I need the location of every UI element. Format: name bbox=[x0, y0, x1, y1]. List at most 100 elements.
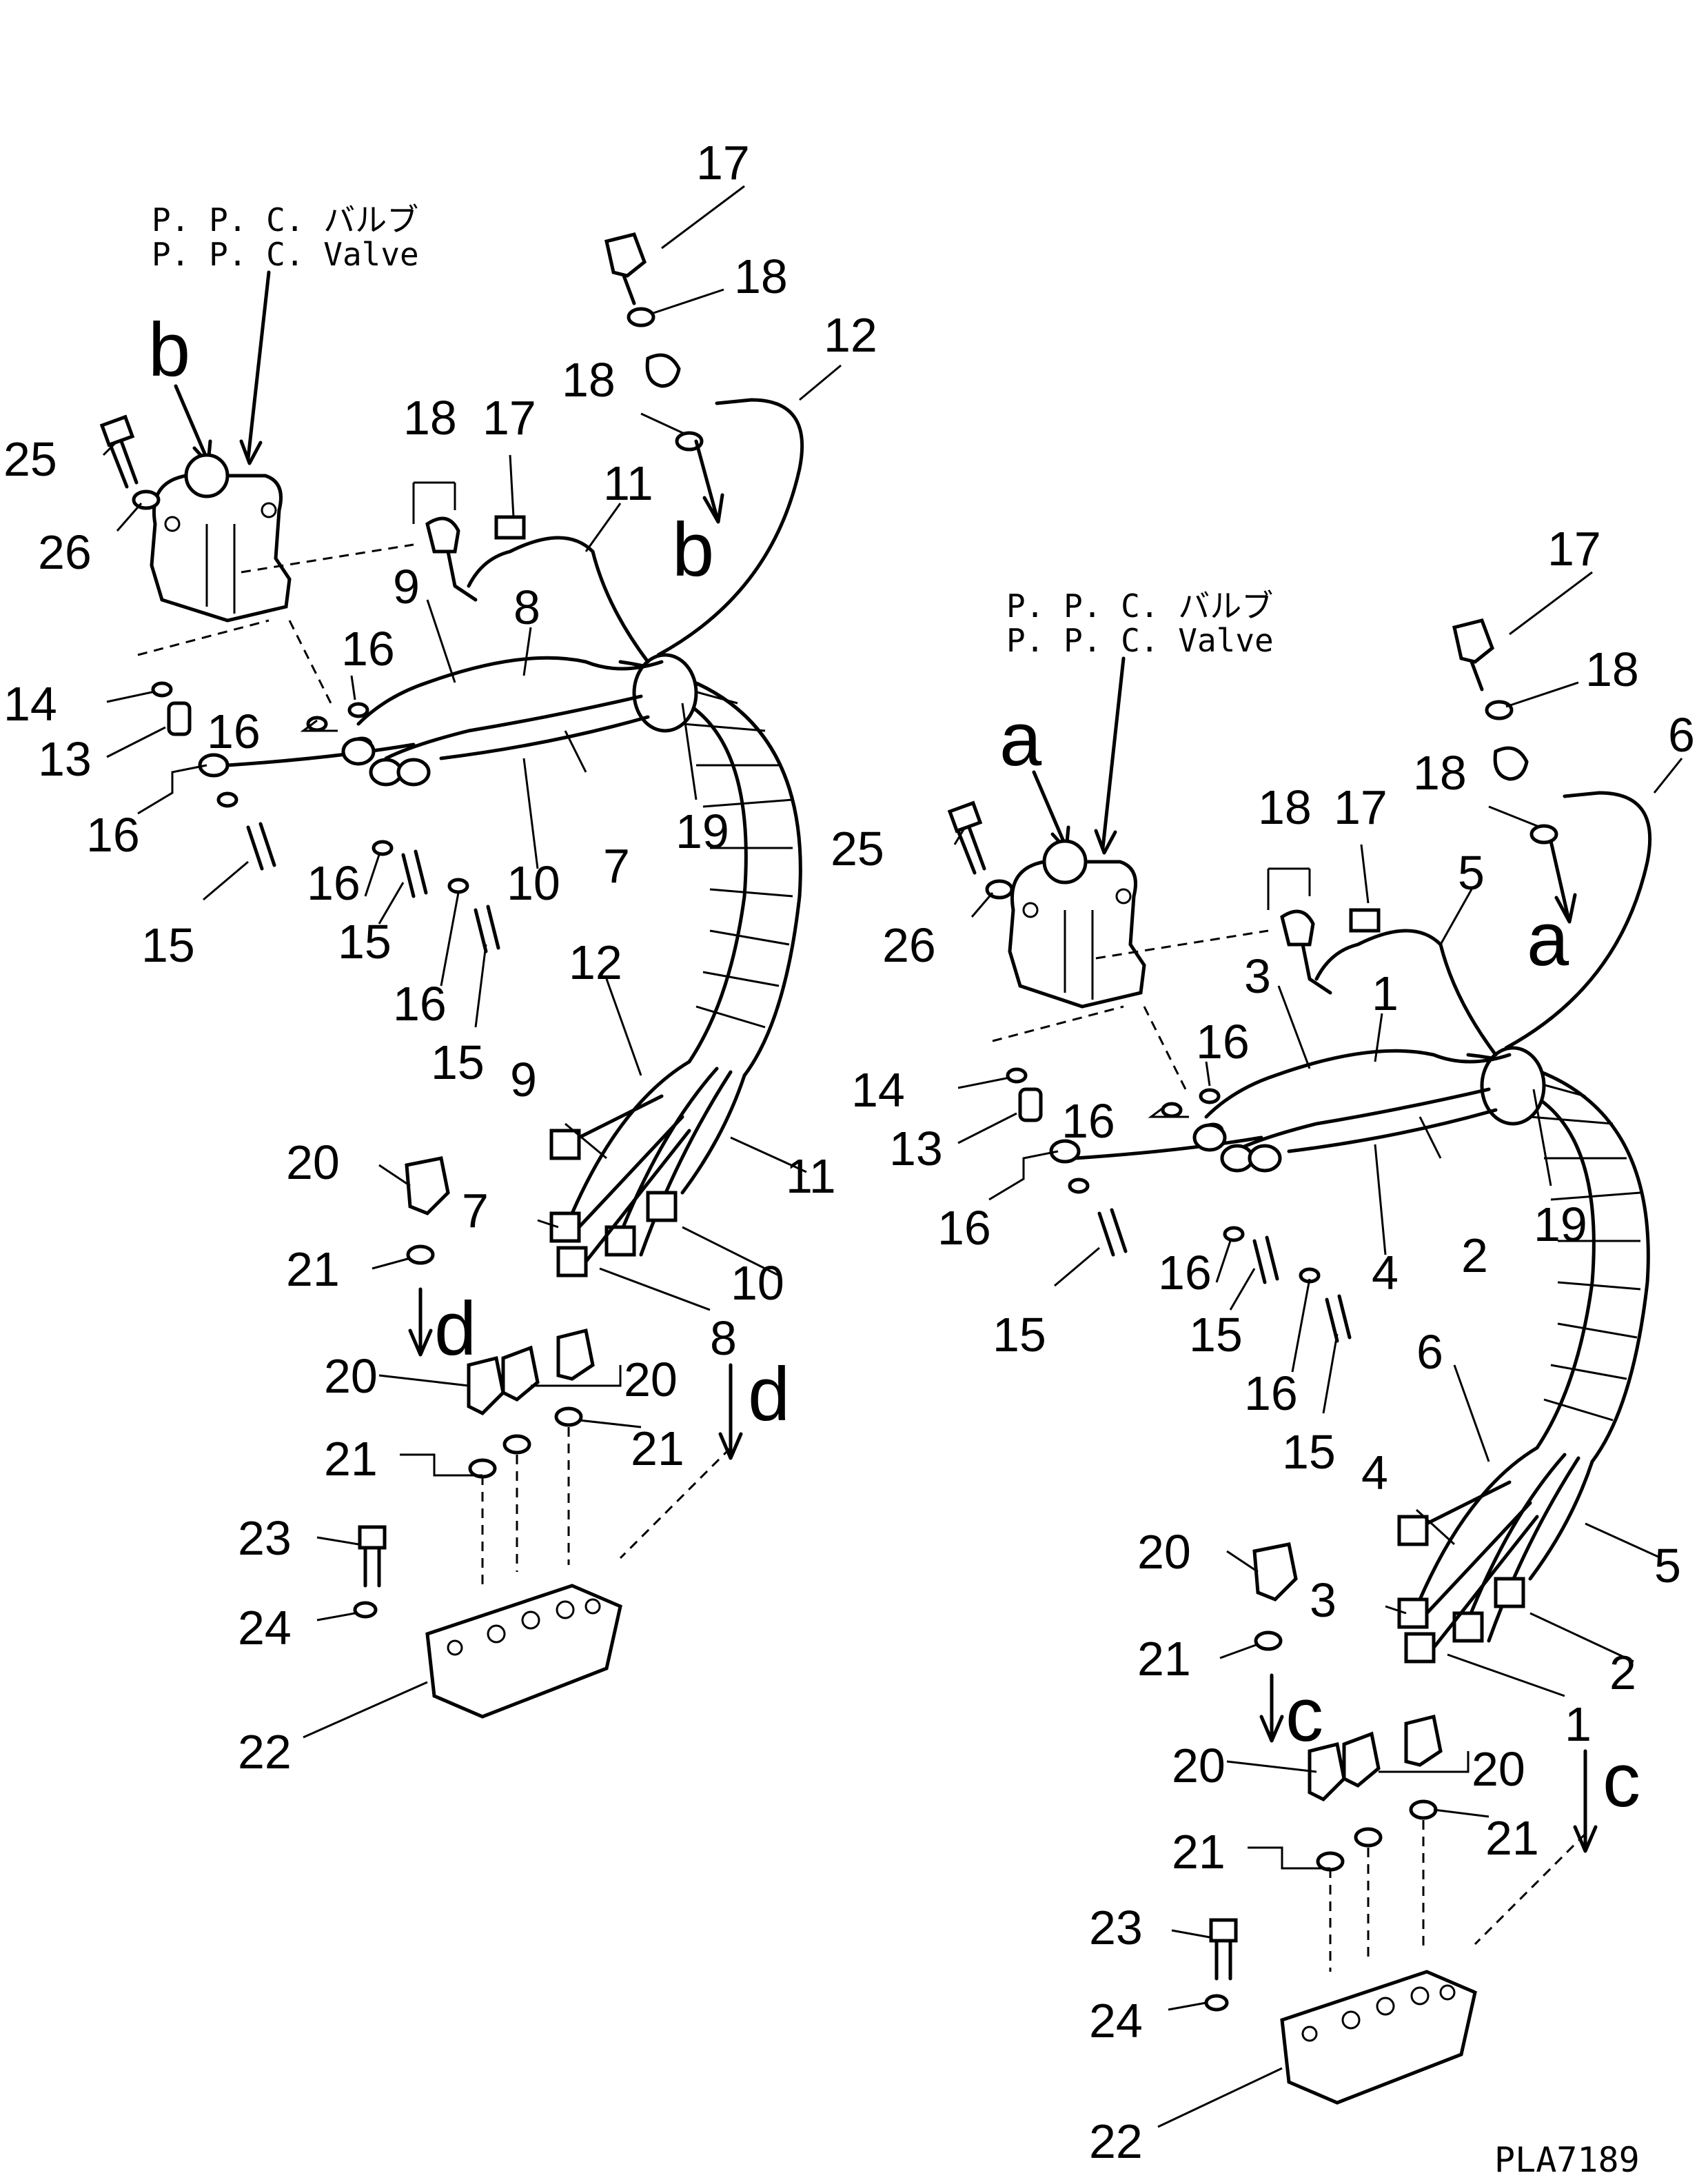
callout-6-mid-right: 6 bbox=[1416, 1325, 1443, 1379]
callout-15a-right: 15 bbox=[993, 1308, 1046, 1362]
callout-15a-left: 15 bbox=[141, 918, 195, 972]
valve-label-jp-left: P. P. C. バルブ bbox=[152, 201, 418, 239]
callout-16-b-left: 16 bbox=[307, 856, 360, 910]
callout-17-box-left: 17 bbox=[482, 391, 536, 445]
callout-10-mid-left: 10 bbox=[731, 1256, 784, 1310]
callout-17-top-right: 17 bbox=[1547, 522, 1601, 576]
banjo-b-left bbox=[369, 758, 403, 787]
elbow-20c-left bbox=[501, 1345, 540, 1402]
callout-26-right: 26 bbox=[882, 918, 936, 972]
callout-5-mid-right: 5 bbox=[1654, 1539, 1681, 1593]
washer-24-right bbox=[1204, 1994, 1229, 2012]
callout-22-left: 22 bbox=[238, 1725, 292, 1779]
oring-18-top-right bbox=[1485, 700, 1514, 720]
callout-4-top-right: 4 bbox=[1372, 1246, 1399, 1300]
callout-18-top-right: 18 bbox=[1585, 643, 1639, 696]
callout-24-left: 24 bbox=[238, 1601, 292, 1655]
callout-3-top-right: 3 bbox=[1244, 949, 1271, 1003]
callout-11-mid-left: 11 bbox=[786, 1149, 836, 1203]
bolt-15b-right bbox=[1252, 1235, 1279, 1284]
oring-16b-right bbox=[1161, 1102, 1183, 1118]
callout-10-top-left: 10 bbox=[507, 856, 560, 910]
banjo-16-right bbox=[1049, 1139, 1081, 1164]
oring-18-mid-right bbox=[1529, 824, 1558, 845]
ppc-valve-right bbox=[1008, 839, 1146, 1009]
callout-23-left: 23 bbox=[238, 1511, 292, 1565]
callout-16-low-left: 16 bbox=[86, 808, 140, 862]
callout-14-right: 14 bbox=[851, 1063, 905, 1117]
callout-16-mid-right: 16 bbox=[1061, 1094, 1115, 1148]
callout-18-mid-left: 18 bbox=[562, 353, 616, 407]
callout-6-top-right: 6 bbox=[1668, 708, 1695, 762]
callout-7-top-left: 7 bbox=[603, 839, 630, 893]
callout-18-box-right: 18 bbox=[1258, 780, 1312, 834]
callout-11-top-left: 11 bbox=[603, 456, 653, 510]
bolt-23-left bbox=[358, 1525, 387, 1588]
view-letter-c-right: c bbox=[1603, 1738, 1640, 1823]
hose-nuts-right bbox=[1397, 1480, 1539, 1664]
view-letter-b-mid: b bbox=[672, 507, 714, 592]
oring-16e-right bbox=[1223, 1226, 1245, 1242]
callout-18-box-left: 18 bbox=[403, 391, 457, 445]
hose-end-6-right bbox=[1493, 746, 1529, 781]
callout-3-mid-right: 3 bbox=[1310, 1573, 1336, 1627]
oring-21b-right bbox=[1316, 1851, 1345, 1872]
callout-1-mid-right: 1 bbox=[1565, 1697, 1592, 1751]
manifold-block-22-left bbox=[425, 1584, 622, 1719]
callout-2-mid-right: 2 bbox=[1609, 1646, 1636, 1699]
banjo-16-left bbox=[198, 753, 230, 778]
callout-22-right: 22 bbox=[1089, 2114, 1143, 2168]
hose-nuts-left bbox=[549, 1094, 691, 1277]
callout-12-mid-left: 12 bbox=[569, 936, 622, 989]
callout-17-top-left: 17 bbox=[696, 136, 750, 190]
elbow-hose-5-right bbox=[1280, 908, 1381, 995]
oring-18-top-left bbox=[627, 307, 655, 327]
oring-16a-left bbox=[347, 702, 369, 718]
callout-15c-right: 15 bbox=[1282, 1425, 1336, 1479]
callout-25-right: 25 bbox=[831, 822, 884, 876]
oring-21c-left bbox=[502, 1434, 531, 1455]
elbow-20a-right bbox=[1252, 1542, 1298, 1602]
manifold-block-22-right bbox=[1280, 1970, 1477, 2105]
bolt-15a-right bbox=[1097, 1208, 1128, 1257]
callout-16-c-left: 16 bbox=[393, 977, 447, 1031]
callout-20b-right: 20 bbox=[1172, 1739, 1226, 1792]
callout-24-right: 24 bbox=[1089, 1994, 1143, 2048]
callout-15b-left: 15 bbox=[338, 915, 392, 969]
banjo-a-left bbox=[341, 737, 376, 766]
bolt-15c-left bbox=[474, 905, 500, 953]
oring-16e-left bbox=[372, 840, 394, 856]
leaders-right bbox=[953, 571, 1683, 2128]
banjo-c-left bbox=[396, 758, 431, 787]
callout-16-mid-left: 16 bbox=[207, 705, 261, 758]
oring-14-right bbox=[1006, 1067, 1028, 1084]
callout-21a-right: 21 bbox=[1137, 1632, 1191, 1686]
fitting-13-left bbox=[167, 701, 192, 736]
callout-23-right: 23 bbox=[1089, 1901, 1143, 1954]
elbow-hose-11-left bbox=[425, 515, 526, 602]
hose-end-12-left bbox=[645, 353, 681, 388]
callout-7-mid-left: 7 bbox=[462, 1184, 489, 1238]
banjo-a-right bbox=[1192, 1123, 1227, 1152]
callout-5-top-right: 5 bbox=[1458, 846, 1485, 900]
fitting-13-right bbox=[1018, 1087, 1043, 1122]
callout-21c-right: 21 bbox=[1485, 1811, 1539, 1865]
oring-21d-right bbox=[1409, 1799, 1438, 1820]
oring-14-left bbox=[151, 681, 173, 698]
banjo-c-right bbox=[1248, 1144, 1282, 1173]
washer-26-left bbox=[132, 489, 161, 510]
callout-13-left: 13 bbox=[38, 732, 92, 786]
valve-leader-left bbox=[246, 270, 271, 461]
callout-14-left: 14 bbox=[3, 677, 57, 731]
callout-26-left: 26 bbox=[38, 525, 92, 579]
elbow-20b-left bbox=[467, 1355, 505, 1416]
elbow-20d-left bbox=[556, 1328, 595, 1381]
elbow-20c-right bbox=[1342, 1731, 1381, 1788]
callout-16-top-left: 16 bbox=[341, 622, 395, 676]
callout-20a-left: 20 bbox=[286, 1135, 340, 1189]
bolt-25-left bbox=[99, 414, 139, 489]
callout-20c-right: 20 bbox=[1472, 1742, 1525, 1796]
bolt-25-right bbox=[947, 800, 986, 875]
bolt-15c-right bbox=[1325, 1294, 1352, 1343]
